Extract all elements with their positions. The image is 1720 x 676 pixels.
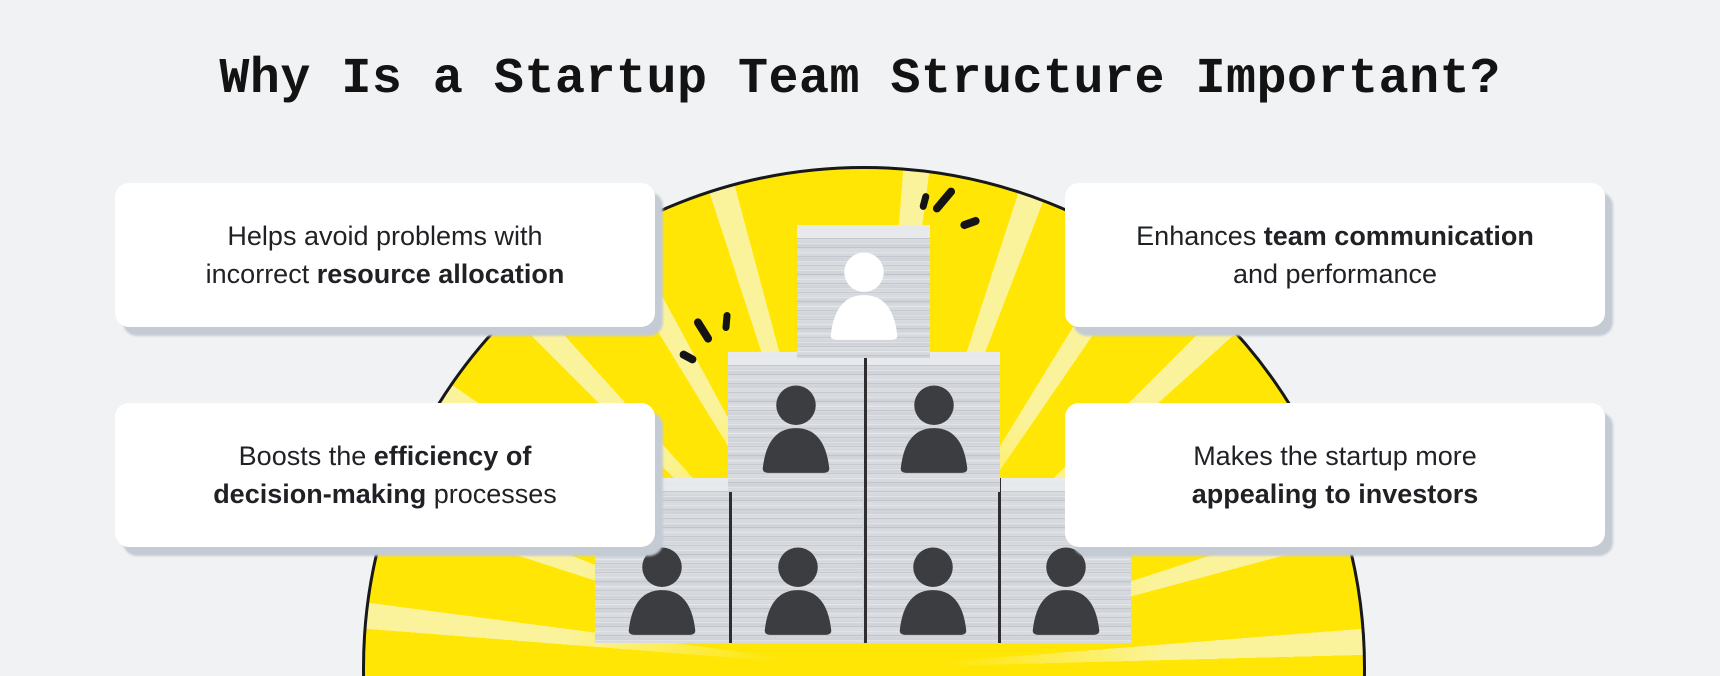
card-resource-allocation: Helps avoid problems with incorrect reso… bbox=[115, 183, 655, 327]
person-icon bbox=[1014, 535, 1118, 639]
card-text: and performance bbox=[1232, 259, 1438, 289]
block-team-member-3 bbox=[864, 478, 998, 643]
person-icon bbox=[610, 535, 714, 639]
card-line: appealing to investors bbox=[1192, 475, 1479, 513]
card-text: processes bbox=[426, 479, 557, 509]
card-line: Boosts the efficiency of bbox=[239, 437, 532, 475]
person-icon bbox=[881, 535, 985, 639]
card-line: Makes the startup more bbox=[1193, 437, 1477, 475]
card-text-bold: appealing to investors bbox=[1191, 479, 1479, 509]
leader-person-icon bbox=[812, 240, 916, 344]
block-manager-1 bbox=[728, 352, 864, 492]
card-line: decision-making processes bbox=[213, 475, 557, 513]
card-text: Helps avoid problems with bbox=[227, 221, 543, 251]
card-team-communication: Enhances team communication and performa… bbox=[1065, 183, 1605, 327]
person-icon bbox=[746, 535, 850, 639]
card-investor-appeal: Makes the startup more appealing to inve… bbox=[1065, 403, 1605, 547]
block-manager-2 bbox=[864, 352, 1000, 492]
page-title: Why Is a Startup Team Structure Importan… bbox=[219, 51, 1501, 108]
card-text-bold: resource allocation bbox=[316, 259, 565, 289]
card-text-bold: decision-making bbox=[213, 479, 427, 509]
card-text-bold: efficiency of bbox=[373, 441, 532, 471]
card-text: Boosts the bbox=[238, 441, 374, 471]
card-line: and performance bbox=[1233, 255, 1437, 293]
card-text-bold: team communication bbox=[1263, 221, 1534, 251]
card-decision-making: Boosts the efficiency of decision-making… bbox=[115, 403, 655, 547]
block-leader bbox=[797, 225, 930, 358]
card-text: incorrect bbox=[205, 259, 317, 289]
card-line: Enhances team communication bbox=[1136, 217, 1534, 255]
person-icon bbox=[744, 373, 848, 477]
card-line: incorrect resource allocation bbox=[206, 255, 565, 293]
block-team-member-2 bbox=[729, 478, 863, 643]
card-text: Makes the startup more bbox=[1193, 441, 1477, 471]
person-icon bbox=[882, 373, 986, 477]
card-line: Helps avoid problems with bbox=[227, 217, 542, 255]
card-text: Enhances bbox=[1136, 221, 1264, 251]
